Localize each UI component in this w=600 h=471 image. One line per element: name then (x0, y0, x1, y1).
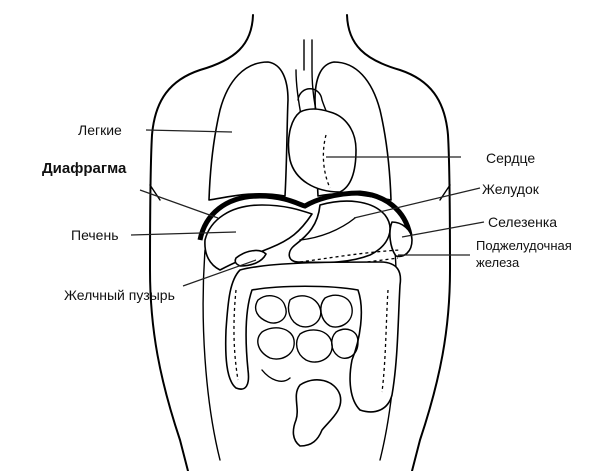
label-heart: Сердце (486, 150, 536, 166)
leader-spleen (401, 221, 485, 238)
leader-lungs (145, 129, 233, 133)
diaphragm-band (197, 190, 413, 241)
label-pancreas-line1: Поджелудочная (476, 238, 572, 253)
stomach (288, 200, 391, 264)
label-gallbladder: Желчный пузырь (64, 287, 175, 303)
small-intestine-loop-4 (257, 327, 295, 360)
small-intestine-loop-1 (254, 295, 287, 324)
label-stomach: Желудок (482, 181, 539, 197)
heart (287, 108, 357, 193)
small-intestine-loop-6 (331, 328, 359, 360)
label-pancreas-line2: железа (476, 255, 520, 270)
leader-gallbladder (182, 259, 257, 287)
leader-stomach (353, 187, 481, 219)
leader-liver (130, 231, 237, 236)
liver (204, 204, 313, 271)
torso-side-lines (149, 184, 451, 461)
left-lung (208, 61, 289, 201)
large-intestine (224, 261, 402, 413)
rectum (292, 379, 342, 447)
spleen (389, 221, 413, 258)
leader-diaphragm (139, 189, 219, 219)
small-intestine-loop-3 (320, 294, 353, 328)
label-liver: Печень (71, 227, 119, 243)
label-diaphragm: Диафрагма (42, 160, 127, 177)
intestine-dashes-right (381, 289, 389, 393)
stomach-fold (299, 217, 356, 241)
label-lungs: Легкие (78, 122, 122, 138)
appendix (261, 369, 291, 382)
pancreas (299, 249, 401, 263)
body-outline (149, 14, 451, 471)
heart-inner (322, 134, 331, 189)
gallbladder (234, 249, 267, 267)
small-intestine-loop-2 (287, 295, 322, 328)
label-spleen: Селезенка (488, 214, 558, 230)
small-intestine-loop-5 (295, 329, 333, 363)
